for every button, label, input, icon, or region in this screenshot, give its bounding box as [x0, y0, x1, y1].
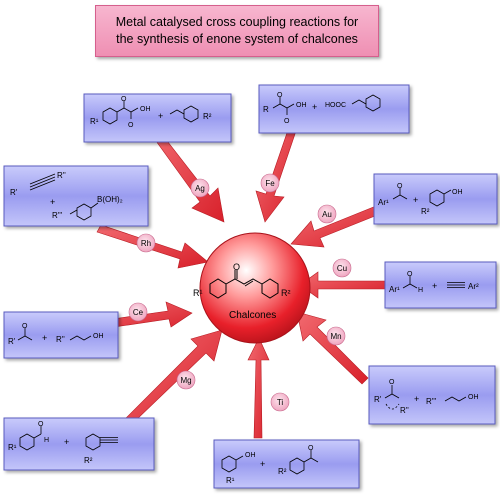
- ag-reagent-box: R¹ O O OH + R²: [83, 93, 232, 143]
- ag-plus: +: [158, 111, 163, 121]
- title-box: Metal catalysed cross coupling reactions…: [95, 5, 379, 57]
- ag-oxygen-2: O: [128, 122, 134, 129]
- ce-r-double: R'': [56, 335, 65, 344]
- ag-oxygen-1: O: [121, 96, 127, 103]
- badge-fe: Fe: [260, 173, 280, 193]
- cu-ar1: Ar¹: [389, 285, 400, 294]
- ag-r1: R¹: [90, 117, 99, 126]
- rh-reagent-box: R' R'' + R''' B(OH)₂: [3, 165, 149, 227]
- svg-text:Mg: Mg: [180, 376, 191, 385]
- svg-text:Au: Au: [322, 210, 332, 219]
- chalcone-oxygen: O: [233, 262, 240, 272]
- ti-oxygen: O: [308, 445, 314, 452]
- rh-plus: +: [50, 197, 55, 207]
- rh-r-triple: R''': [52, 211, 63, 220]
- ti-plus: +: [260, 459, 265, 469]
- ce-plus: +: [42, 333, 47, 343]
- ti-r1: R¹: [226, 476, 235, 485]
- mg-hydrogen: H: [44, 437, 49, 444]
- svg-text:Cu: Cu: [337, 264, 347, 273]
- au-r2: R²: [421, 207, 430, 216]
- arrow-au: [290, 205, 381, 248]
- ti-hydroxyl: OH: [245, 452, 256, 459]
- mg-r1: R¹: [8, 443, 17, 452]
- chalcone-sphere: O R¹ R² Chalcones: [193, 232, 311, 344]
- fe-reagent-box: R O O OH + HOOC: [258, 84, 410, 134]
- badge-rh: Rh: [136, 233, 156, 253]
- ce-hydroxyl: OH: [93, 333, 104, 340]
- au-reagent-box: Ar¹ O + R² OH: [373, 173, 498, 225]
- au-ar1: Ar¹: [378, 198, 389, 207]
- fe-oxygen-1: O: [277, 92, 283, 99]
- ti-r2: R²: [278, 467, 287, 476]
- ce-reagent-box: R' O + R'' OH: [3, 311, 119, 359]
- au-oxygen: O: [397, 183, 403, 190]
- rh-r-double: R'': [57, 171, 66, 180]
- svg-text:Fe: Fe: [265, 179, 275, 188]
- mn-hydroxyl: OH: [468, 394, 479, 401]
- chalcone-r2: R²: [281, 288, 291, 298]
- svg-text:Rh: Rh: [141, 239, 151, 248]
- mg-reagent-box: R¹ O H + R²: [3, 417, 155, 471]
- cu-plus: +: [432, 281, 437, 291]
- ce-r-single: R': [8, 337, 16, 346]
- cu-reagent-box: Ar¹ O H + Ar²: [384, 261, 497, 309]
- cu-oxygen: O: [407, 271, 413, 278]
- ce-oxygen: O: [22, 323, 28, 330]
- mg-oxygen: O: [38, 421, 44, 428]
- cu-hydrogen: H: [418, 287, 423, 294]
- au-hydroxyl: OH: [452, 189, 463, 196]
- arrow-mg: [125, 329, 223, 425]
- mg-plus: +: [64, 437, 69, 447]
- chalcone-structure: [209, 270, 279, 299]
- fe-r: R: [263, 105, 269, 114]
- fe-hydroxyl: OH: [296, 102, 307, 109]
- svg-text:Ag: Ag: [195, 184, 205, 193]
- arrow-mn: [296, 311, 369, 385]
- arrow-ti: [247, 337, 270, 439]
- svg-text:Mn: Mn: [330, 332, 341, 341]
- chalcone-r1: R¹: [193, 288, 203, 298]
- ti-reagent-box: OH + O R¹ R²: [213, 439, 360, 489]
- svg-text:Ce: Ce: [133, 308, 144, 317]
- mn-r-triple: R''': [426, 397, 437, 406]
- badge-ce: Ce: [128, 302, 148, 322]
- badge-ag: Ag: [190, 178, 210, 198]
- fe-acid: HOOC: [325, 102, 346, 109]
- mn-reagent-box: R' R'' O + R''' OH: [368, 365, 496, 425]
- ag-r2: R²: [203, 112, 212, 121]
- fe-plus: +: [312, 102, 317, 112]
- rh-boronic-acid: B(OH)₂: [97, 195, 123, 204]
- mn-plus: +: [414, 394, 419, 404]
- badge-ti: Ti: [270, 392, 290, 412]
- cu-ar2: Ar²: [468, 282, 479, 291]
- au-plus: +: [413, 195, 418, 205]
- chalcone-label: Chalcones: [229, 310, 276, 321]
- badge-mn: Mn: [326, 326, 346, 346]
- mn-r-double: R'': [400, 406, 409, 415]
- mg-r2: R²: [84, 456, 93, 465]
- ag-hydroxyl: OH: [140, 106, 151, 113]
- svg-text:Ti: Ti: [277, 398, 284, 407]
- rh-r-single: R': [10, 188, 18, 197]
- mn-r-single: R': [374, 395, 382, 404]
- badge-au: Au: [317, 204, 337, 224]
- badge-mg: Mg: [176, 370, 196, 390]
- title-line-2: the synthesis of enone system of chalcon…: [116, 32, 358, 46]
- title-line-1: Metal catalysed cross coupling reactions…: [115, 15, 359, 29]
- mn-oxygen: O: [389, 379, 395, 386]
- fe-oxygen-2: O: [284, 118, 290, 125]
- badge-cu: Cu: [332, 258, 352, 278]
- metal-badges: Ag Fe Au Cu Mn Ti Mg Ce: [128, 173, 352, 412]
